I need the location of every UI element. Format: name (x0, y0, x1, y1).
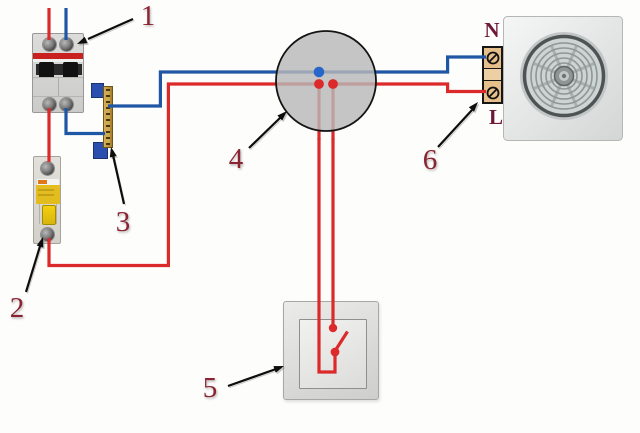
callout-3: 3 (115, 206, 131, 238)
brand-mark (38, 180, 47, 184)
breaker-label-strip (33, 59, 83, 62)
terminal-label-l: L (488, 105, 503, 129)
breaker-lever-icon (39, 62, 54, 77)
screw-icon (43, 38, 56, 51)
breaker-toggle-track (36, 64, 82, 75)
fan-recess-edge (520, 32, 608, 120)
exhaust-fan (503, 16, 623, 141)
breaker-seam (33, 77, 83, 78)
callout-2: 2 (9, 292, 25, 324)
screw-icon (486, 51, 500, 65)
callout-1: 1 (140, 0, 156, 32)
screw-icon (60, 38, 73, 51)
grille-rings (530, 42, 598, 110)
fan-hub-dot (561, 73, 567, 79)
fan-graphic (503, 16, 623, 141)
breaker-brand-band (33, 53, 83, 59)
breaker-lever-icon (63, 62, 78, 77)
breaker-seam (39, 204, 40, 224)
callout-4: 4 (228, 143, 244, 175)
terminal-label-n: N (484, 18, 500, 42)
rating-text-line (38, 189, 54, 191)
terminal-screws (486, 51, 500, 100)
grille-spokes (532, 44, 596, 108)
screw-icon (486, 86, 500, 100)
callout-6: 6 (422, 144, 438, 176)
callout-5: 5 (202, 372, 218, 404)
screw-slot (488, 88, 498, 98)
screw-slot (488, 53, 498, 63)
rating-text-line (38, 194, 54, 196)
